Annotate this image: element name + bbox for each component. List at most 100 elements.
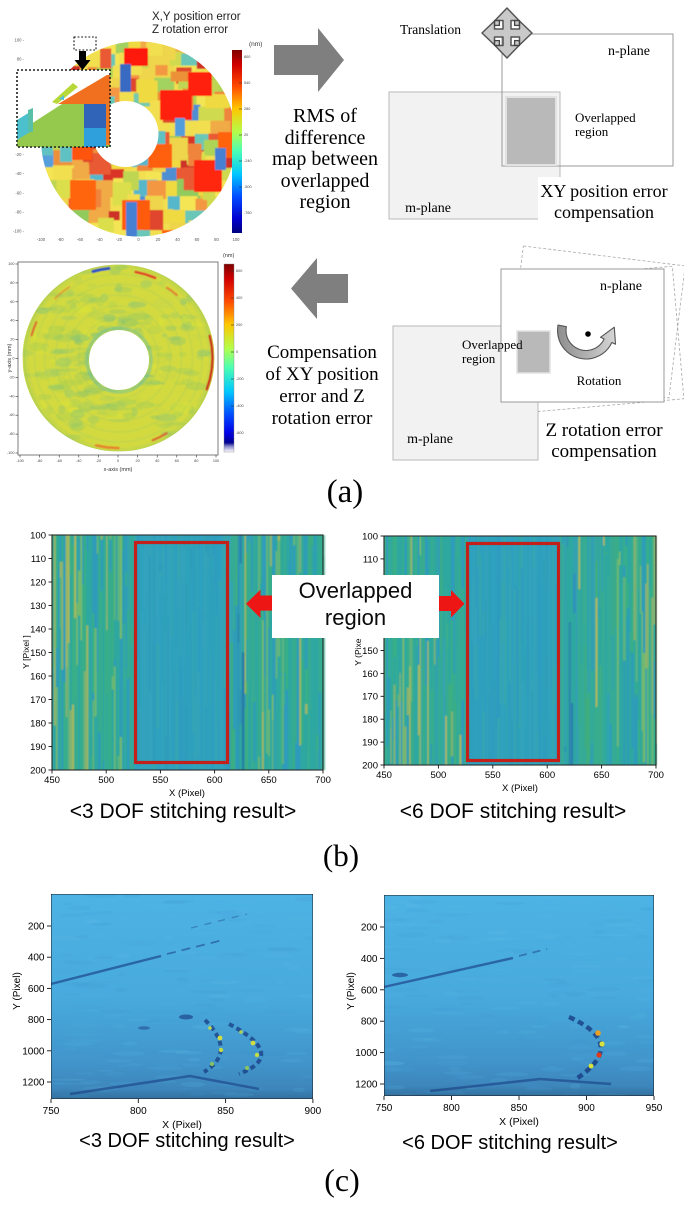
svg-text:900: 900 [578,1103,595,1114]
svg-text:(nm): (nm) [223,253,234,259]
svg-text:80: 80 [10,281,14,285]
svg-text:-80 -: -80 - [15,209,24,214]
svg-text:190: 190 [30,742,46,753]
svg-text:1000: 1000 [22,1046,45,1057]
svg-text:200: 200 [236,323,242,327]
svg-text:-600: -600 [236,431,244,435]
svg-text:X (Pixel): X (Pixel) [162,1119,202,1131]
svg-text:600: 600 [236,269,242,273]
svg-text:600: 600 [361,985,378,996]
svg-text:-500: -500 [244,185,252,189]
svg-text:y-axis (mm): y-axis (mm) [7,343,13,372]
svg-text:m-plane: m-plane [407,432,453,447]
svg-text:-240: -240 [244,159,252,163]
svg-text:150: 150 [30,648,46,659]
svg-text:(nm): (nm) [249,41,262,48]
svg-text:400: 400 [361,954,378,965]
svg-text:160: 160 [362,669,378,680]
svg-text:Z rotation error: Z rotation error [545,420,663,441]
svg-text:60: 60 [175,459,179,463]
svg-text:40: 40 [155,459,159,463]
svg-text:750: 750 [43,1106,60,1117]
svg-text:-200: -200 [236,377,244,381]
svg-text:450: 450 [376,770,392,781]
svg-text:750: 750 [376,1103,393,1114]
svg-text:540: 540 [244,81,250,85]
svg-text:100: 100 [30,530,46,541]
svg-text:-20: -20 [96,459,102,463]
svg-text:-60 -: -60 - [15,190,24,195]
svg-text:20: 20 [244,133,248,137]
svg-text:-20: -20 [9,375,15,379]
svg-text:180: 180 [362,715,378,726]
svg-text:400: 400 [28,953,45,964]
svg-text:0: 0 [12,357,14,361]
svg-text:200: 200 [28,922,45,933]
svg-text:60: 60 [195,237,200,242]
svg-text:n-plane: n-plane [600,279,642,294]
svg-text:-40: -40 [96,237,103,242]
svg-text:130: 130 [30,601,46,612]
svg-text:800: 800 [361,1017,378,1028]
svg-text:800: 800 [443,1103,460,1114]
svg-text:20: 20 [10,338,14,342]
svg-text:0: 0 [236,350,238,354]
svg-text:170: 170 [30,695,46,706]
svg-text:Overlapped: Overlapped [575,110,636,125]
svg-text:0: 0 [137,237,140,242]
svg-text:110: 110 [363,554,378,565]
svg-text:280: 280 [244,107,250,111]
svg-text:-400: -400 [236,404,244,408]
svg-text:80: 80 [214,237,219,242]
svg-text:140: 140 [30,624,46,635]
svg-text:550: 550 [152,775,168,786]
svg-text:Translation: Translation [400,22,461,37]
svg-text:1200: 1200 [22,1078,45,1089]
svg-text:80 -: 80 - [17,57,25,62]
svg-text:-40: -40 [9,394,15,398]
svg-text:600: 600 [28,984,45,995]
svg-text:800: 800 [130,1106,147,1117]
svg-text:X (Pixel): X (Pixel) [502,783,538,794]
svg-text:200: 200 [361,923,378,934]
svg-text:400: 400 [236,296,242,300]
svg-text:550: 550 [485,770,501,781]
svg-text:700: 700 [315,775,331,786]
svg-text:Y [Pixel ]: Y [Pixel ] [21,635,31,668]
svg-text:800: 800 [244,55,250,59]
svg-text:-20 -: -20 - [15,152,24,157]
svg-text:200: 200 [362,760,378,771]
svg-text:-40: -40 [76,459,82,463]
svg-text:-20: -20 [116,237,123,242]
svg-text:20: 20 [156,237,161,242]
svg-text:-100: -100 [37,237,46,242]
svg-text:Overlapped: Overlapped [462,337,523,352]
svg-text:160: 160 [30,671,46,682]
svg-text:Y (Pixel): Y (Pixel) [12,972,23,1010]
svg-text:-760: -760 [244,211,252,215]
svg-text:650: 650 [261,775,277,786]
svg-text:450: 450 [44,775,60,786]
svg-text:Y (Pixel]: Y (Pixel] [353,634,363,666]
svg-text:-80: -80 [57,237,64,242]
svg-text:500: 500 [98,775,114,786]
svg-text:110: 110 [31,554,46,565]
svg-text:40: 40 [175,237,180,242]
svg-text:-100 -: -100 - [13,229,25,234]
svg-text:m-plane: m-plane [405,201,451,216]
svg-text:100: 100 [8,262,14,266]
svg-text:-80: -80 [37,459,43,463]
svg-text:850: 850 [217,1106,234,1117]
svg-text:800: 800 [28,1015,45,1026]
svg-text:-40 -: -40 - [15,171,24,176]
svg-text:80: 80 [194,459,198,463]
svg-text:1200: 1200 [355,1080,378,1091]
svg-text:-100: -100 [16,459,24,463]
svg-text:-60: -60 [56,459,62,463]
svg-text:100: 100 [362,531,378,542]
svg-text:120: 120 [30,577,46,588]
svg-text:x-axis (mm): x-axis (mm) [104,467,133,473]
svg-text:compensation: compensation [551,441,657,462]
svg-text:100: 100 [233,237,241,242]
svg-text:180: 180 [30,718,46,729]
